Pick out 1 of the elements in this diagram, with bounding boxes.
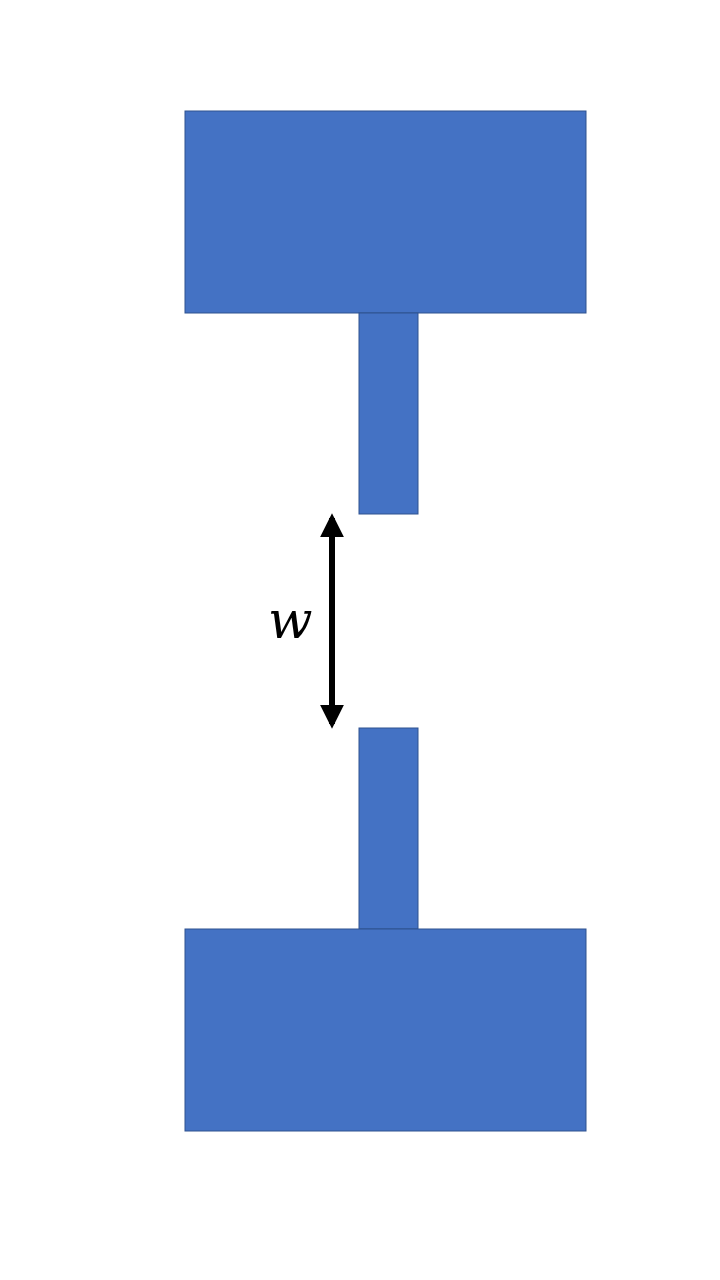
dimension-label: w: [268, 590, 313, 650]
